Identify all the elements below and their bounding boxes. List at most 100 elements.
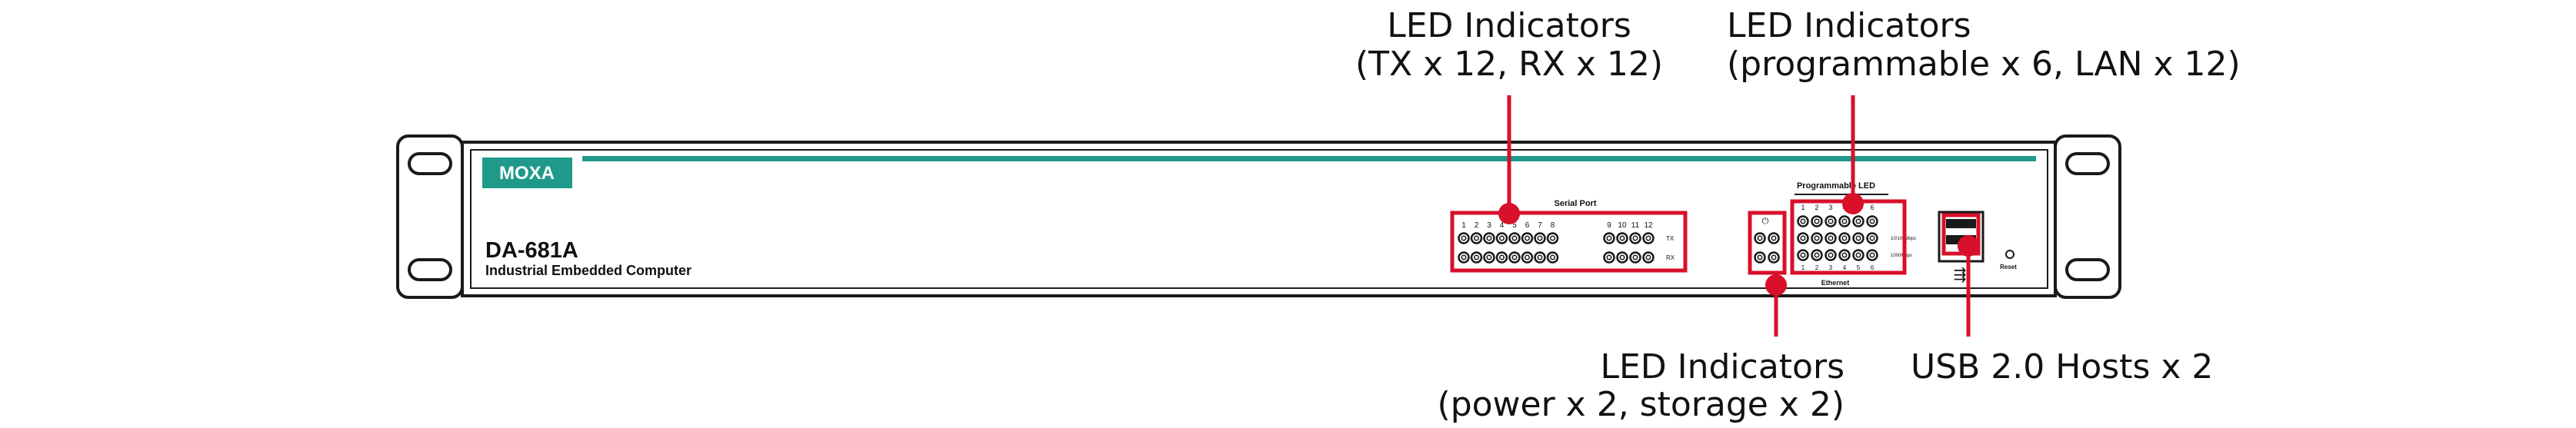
serial-highlight-box <box>1450 211 1688 273</box>
brand-text: MOXA <box>499 163 555 184</box>
eth-speed-label-1000: 1000Mbps <box>1891 254 1912 258</box>
ethernet-number-4: 4 <box>1843 264 1847 271</box>
power-storage-led-block: ⏻ <box>1748 211 1787 275</box>
usb-icon: ⇶ <box>1954 267 1967 284</box>
left-ear-bottom-hole <box>408 258 452 281</box>
programmable-led-1 <box>1797 215 1809 227</box>
reset-button: Reset <box>2000 250 2017 270</box>
power-callout-dot <box>1765 274 1787 296</box>
lan-led-row2-1 <box>1797 249 1809 261</box>
serial-led-rx-10 <box>1616 251 1628 264</box>
serial-port-label: Serial Port <box>1554 199 1596 208</box>
brand-stripe <box>582 156 2036 161</box>
right-ear-top-hole <box>2065 152 2110 175</box>
serial-callout-dot <box>1498 203 1520 224</box>
serial-led-rx-7 <box>1534 251 1546 264</box>
serial-number-5: 5 <box>1512 221 1517 230</box>
serial-led-rx-2 <box>1470 251 1483 264</box>
ethernet-number-6: 6 <box>1871 264 1875 271</box>
serial-callout-detail: (TX x 12, RX x 12) <box>1355 45 1663 84</box>
lan-led-row2-3 <box>1825 249 1837 261</box>
serial-number-10: 10 <box>1618 221 1627 230</box>
programmable-led-4 <box>1838 215 1851 227</box>
power-callout-detail: (power x 2, storage x 2) <box>1438 385 1845 424</box>
serial-led-rx-3 <box>1483 251 1495 264</box>
programmable-callout-dot <box>1842 193 1864 214</box>
lan-led-row2-4 <box>1838 249 1851 261</box>
lan-led-row2-5 <box>1852 249 1865 261</box>
ethernet-label: Ethernet <box>1821 279 1850 287</box>
power-storage-led-grid <box>1754 232 1780 264</box>
serial-number-7: 7 <box>1538 221 1542 230</box>
ethernet-number-5: 5 <box>1857 264 1861 271</box>
power-storage-led-3 <box>1754 251 1766 264</box>
usb-callout-dot <box>1958 235 1979 257</box>
serial-number-11: 11 <box>1631 221 1640 230</box>
rx-row-label: RX <box>1666 254 1675 261</box>
serial-led-tx-6 <box>1521 232 1534 244</box>
callout-leaders <box>1498 95 1979 337</box>
serial-led-rx-11 <box>1629 251 1641 264</box>
power-callout-title: LED Indicators <box>1600 347 1845 387</box>
serial-led-tx-8 <box>1546 232 1559 244</box>
usb-port-1 <box>1946 219 1976 228</box>
serial-led-tx-1 <box>1458 232 1470 244</box>
programmable-led-label: Programmable LED <box>1797 181 1875 191</box>
ethernet-number-1: 1 <box>1801 264 1805 271</box>
ethernet-number-2: 2 <box>1815 264 1819 271</box>
serial-number-2: 2 <box>1475 221 1479 230</box>
serial-led-tx-12 <box>1642 232 1655 244</box>
lan-led-row1-2 <box>1811 232 1823 244</box>
programmable-lan-led-grid <box>1797 215 1878 261</box>
serial-led-tx-5 <box>1508 232 1521 244</box>
programmable-callout-detail: (programmable x 6, LAN x 12) <box>1727 45 2241 84</box>
serial-led-rx-6 <box>1521 251 1534 264</box>
programmable-number-6: 6 <box>1870 204 1874 211</box>
programmable-number-1: 1 <box>1801 204 1805 211</box>
serial-number-9: 9 <box>1607 221 1611 230</box>
lan-led-row1-4 <box>1838 232 1851 244</box>
serial-number-1: 1 <box>1461 221 1466 230</box>
power-storage-led-1 <box>1754 232 1766 244</box>
lan-led-row2-6 <box>1866 249 1878 261</box>
serial-number-4: 4 <box>1500 221 1505 230</box>
serial-number-6: 6 <box>1525 221 1530 230</box>
serial-led-tx-9 <box>1603 232 1615 244</box>
serial-led-rx-8 <box>1546 251 1559 264</box>
power-storage-led-2 <box>1768 232 1780 244</box>
programmable-led-2 <box>1811 215 1823 227</box>
programmable-led-5 <box>1852 215 1865 227</box>
programmable-number-2: 2 <box>1815 204 1818 211</box>
serial-led-tx-2 <box>1470 232 1483 244</box>
left-rack-ear <box>396 134 464 299</box>
model-description: Industrial Embedded Computer <box>485 263 691 278</box>
serial-number-8: 8 <box>1551 221 1555 230</box>
usb-callout-title: USB 2.0 Hosts x 2 <box>1911 347 2213 387</box>
serial-callout-title: LED Indicators <box>1387 6 1631 45</box>
power-highlight-box <box>1748 211 1787 275</box>
moxa-logo: MOXA <box>482 158 572 188</box>
programmable-number-3: 3 <box>1828 204 1832 211</box>
lan-led-row1-5 <box>1852 232 1865 244</box>
serial-led-tx-11 <box>1629 232 1641 244</box>
right-ear-bottom-hole <box>2065 258 2110 281</box>
serial-led-rx-12 <box>1642 251 1655 264</box>
programmable-led-3 <box>1825 215 1837 227</box>
serial-number-3: 3 <box>1487 221 1491 230</box>
serial-led-rx-1 <box>1458 251 1470 264</box>
power-symbol-icon: ⏻ <box>1762 217 1769 226</box>
serial-led-tx-4 <box>1495 232 1508 244</box>
ethernet-number-3: 3 <box>1829 264 1833 271</box>
chassis <box>461 141 2057 297</box>
lan-led-row1-6 <box>1866 232 1878 244</box>
tx-row-label: TX <box>1666 235 1675 242</box>
reset-label: Reset <box>2000 264 2017 270</box>
serial-led-tx-10 <box>1616 232 1628 244</box>
serial-led-tx-7 <box>1534 232 1546 244</box>
right-rack-ear <box>2054 134 2121 299</box>
serial-number-12: 12 <box>1644 221 1653 230</box>
model-name: DA-681A <box>485 238 578 263</box>
